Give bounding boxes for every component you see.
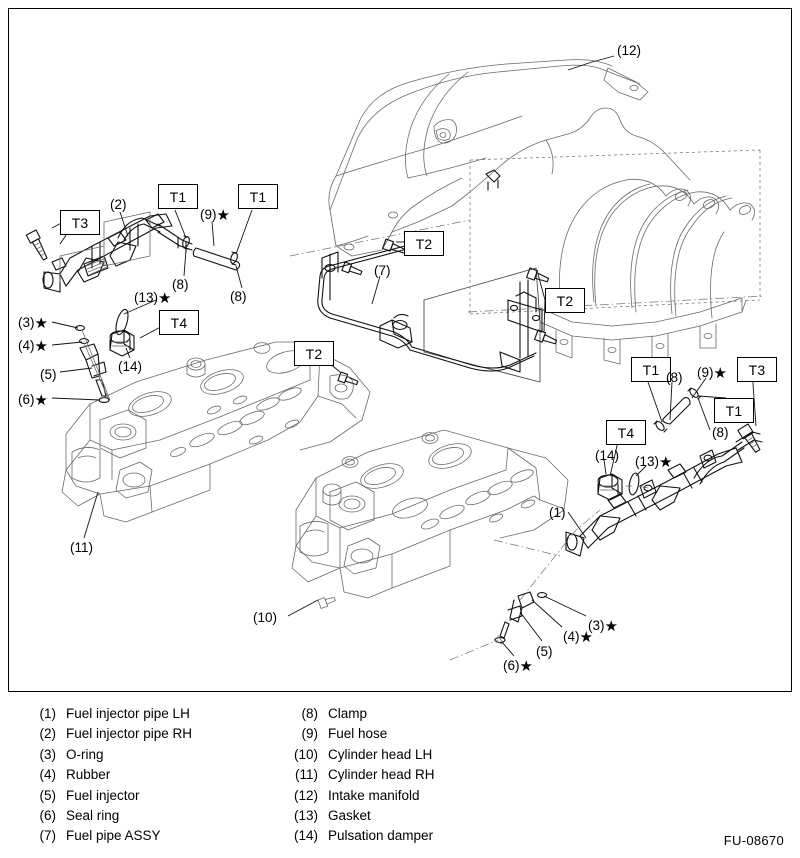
part-callout-number: (13) bbox=[134, 290, 159, 305]
legend-number: (3) bbox=[39, 746, 57, 762]
part-callout-6: (6)★ bbox=[18, 393, 48, 408]
legend-number: (6) bbox=[39, 807, 57, 823]
part-callout-3: (3)★ bbox=[18, 316, 48, 331]
part-callout-12: (12) bbox=[617, 44, 641, 58]
torque-callout-t2-6: T2 bbox=[294, 341, 334, 366]
part-callout-4: (4)★ bbox=[18, 339, 48, 354]
legend-number: (4) bbox=[39, 767, 57, 783]
legend-label: Fuel injector pipe RH bbox=[66, 726, 193, 742]
part-callout-10: (10) bbox=[253, 611, 277, 625]
part-callout-9: (9)★ bbox=[200, 208, 230, 223]
part-callout-number: (2) bbox=[110, 197, 127, 212]
legend-label: Fuel injector pipe LH bbox=[66, 706, 190, 721]
part-callout-number: (8) bbox=[230, 289, 247, 304]
torque-callout-t3-0: T3 bbox=[60, 210, 100, 235]
part-callout-6: (6)★ bbox=[503, 659, 533, 674]
part-callout-number: (5) bbox=[40, 367, 57, 382]
legend-number: (5) bbox=[39, 787, 57, 803]
part-callout-13: (13)★ bbox=[635, 455, 672, 470]
part-callout-9: (9)★ bbox=[697, 366, 727, 381]
torque-callout-t4-10: T4 bbox=[606, 420, 646, 445]
star-icon: ★ bbox=[34, 315, 48, 332]
legend-number: (8) bbox=[301, 706, 319, 721]
part-callout-5: (5) bbox=[40, 368, 57, 382]
part-callout-number: (9) bbox=[697, 365, 714, 380]
part-callout-8: (8) bbox=[712, 426, 729, 440]
part-callout-4: (4)★ bbox=[563, 630, 593, 645]
legend-number: (14) bbox=[293, 828, 318, 844]
part-callout-1: (1) bbox=[549, 506, 566, 520]
part-callout-number: (8) bbox=[712, 425, 729, 440]
legend-label: Clamp bbox=[328, 706, 368, 721]
legend-label: Fuel pipe ASSY bbox=[66, 828, 161, 844]
star-icon: ★ bbox=[158, 290, 172, 307]
star-icon: ★ bbox=[713, 365, 727, 382]
part-callout-number: (3) bbox=[18, 315, 35, 330]
legend-number: (11) bbox=[294, 767, 318, 783]
legend-number: (2) bbox=[39, 726, 57, 742]
legend-label: Rubber bbox=[66, 767, 111, 783]
legend-label: Fuel injector bbox=[66, 787, 140, 803]
part-callout-14: (14) bbox=[595, 449, 619, 463]
torque-callout-t1-1: T1 bbox=[158, 184, 198, 209]
part-callout-number: (6) bbox=[18, 392, 35, 407]
part-callout-3: (3)★ bbox=[588, 619, 618, 634]
part-callout-number: (12) bbox=[617, 43, 642, 58]
part-callout-number: (14) bbox=[118, 359, 143, 374]
star-icon: ★ bbox=[34, 392, 48, 409]
legend-label: Cylinder head LH bbox=[328, 746, 433, 762]
torque-callout-t1-9: T1 bbox=[714, 398, 754, 423]
part-callout-number: (13) bbox=[635, 454, 660, 469]
part-callout-5: (5) bbox=[536, 645, 553, 659]
torque-callout-t1-2: T1 bbox=[238, 184, 278, 209]
legend-number: (13) bbox=[293, 807, 318, 823]
legend-label: Cylinder head RH bbox=[328, 767, 435, 783]
part-callout-number: (1) bbox=[549, 505, 566, 520]
part-callout-number: (8) bbox=[172, 277, 189, 292]
part-callout-8: (8) bbox=[230, 290, 247, 304]
torque-callout-t4-3: T4 bbox=[159, 310, 199, 335]
legend-label: Seal ring bbox=[66, 807, 120, 823]
part-callout-number: (9) bbox=[200, 207, 217, 222]
part-callout-13: (13)★ bbox=[134, 291, 171, 306]
part-callout-number: (6) bbox=[503, 658, 520, 673]
part-callout-7: (7) bbox=[374, 264, 391, 278]
figure-id-label: FU-08670 bbox=[723, 833, 784, 848]
part-callout-number: (3) bbox=[588, 618, 605, 633]
legend-number: (12) bbox=[293, 787, 318, 803]
legend-label: O-ring bbox=[66, 746, 104, 762]
figure-border bbox=[8, 8, 792, 692]
star-icon: ★ bbox=[216, 207, 230, 224]
part-callout-number: (11) bbox=[70, 540, 94, 555]
legend-label: Intake manifold bbox=[328, 787, 420, 803]
part-callout-number: (14) bbox=[595, 448, 620, 463]
legend-number: (1) bbox=[39, 706, 57, 721]
legend-number: (9) bbox=[301, 726, 319, 742]
part-callout-8: (8) bbox=[172, 278, 189, 292]
torque-callout-t2-5: T2 bbox=[545, 288, 585, 313]
legend-number: (7) bbox=[39, 828, 57, 844]
star-icon: ★ bbox=[659, 454, 673, 471]
star-icon: ★ bbox=[34, 338, 48, 355]
legend-label: Fuel hose bbox=[328, 726, 388, 742]
torque-callout-t3-8: T3 bbox=[737, 357, 777, 382]
part-callout-14: (14) bbox=[118, 360, 142, 374]
legend-number: (10) bbox=[293, 746, 318, 762]
part-callout-number: (7) bbox=[374, 263, 391, 278]
part-callout-number: (5) bbox=[536, 644, 553, 659]
part-callout-8: (8) bbox=[666, 371, 683, 385]
part-callout-11: (11) bbox=[70, 541, 93, 555]
torque-callout-t2-4: T2 bbox=[404, 231, 444, 256]
part-callout-number: (10) bbox=[253, 610, 278, 625]
torque-callout-t1-7: T1 bbox=[631, 357, 671, 382]
star-icon: ★ bbox=[604, 618, 618, 635]
legend-label: Pulsation damper bbox=[328, 828, 434, 844]
part-callout-number: (8) bbox=[666, 370, 683, 385]
part-callout-number: (4) bbox=[563, 629, 580, 644]
star-icon: ★ bbox=[519, 658, 533, 675]
part-callout-2: (2) bbox=[110, 198, 127, 212]
part-callout-number: (4) bbox=[18, 338, 35, 353]
star-icon: ★ bbox=[579, 629, 593, 646]
legend-label: Gasket bbox=[328, 807, 371, 823]
